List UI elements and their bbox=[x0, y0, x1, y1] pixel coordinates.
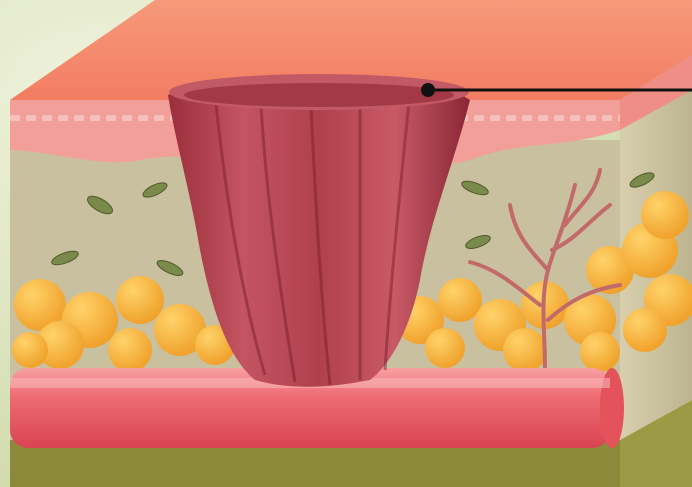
ulcer-opening bbox=[184, 83, 454, 107]
pointer-dot bbox=[421, 83, 435, 97]
